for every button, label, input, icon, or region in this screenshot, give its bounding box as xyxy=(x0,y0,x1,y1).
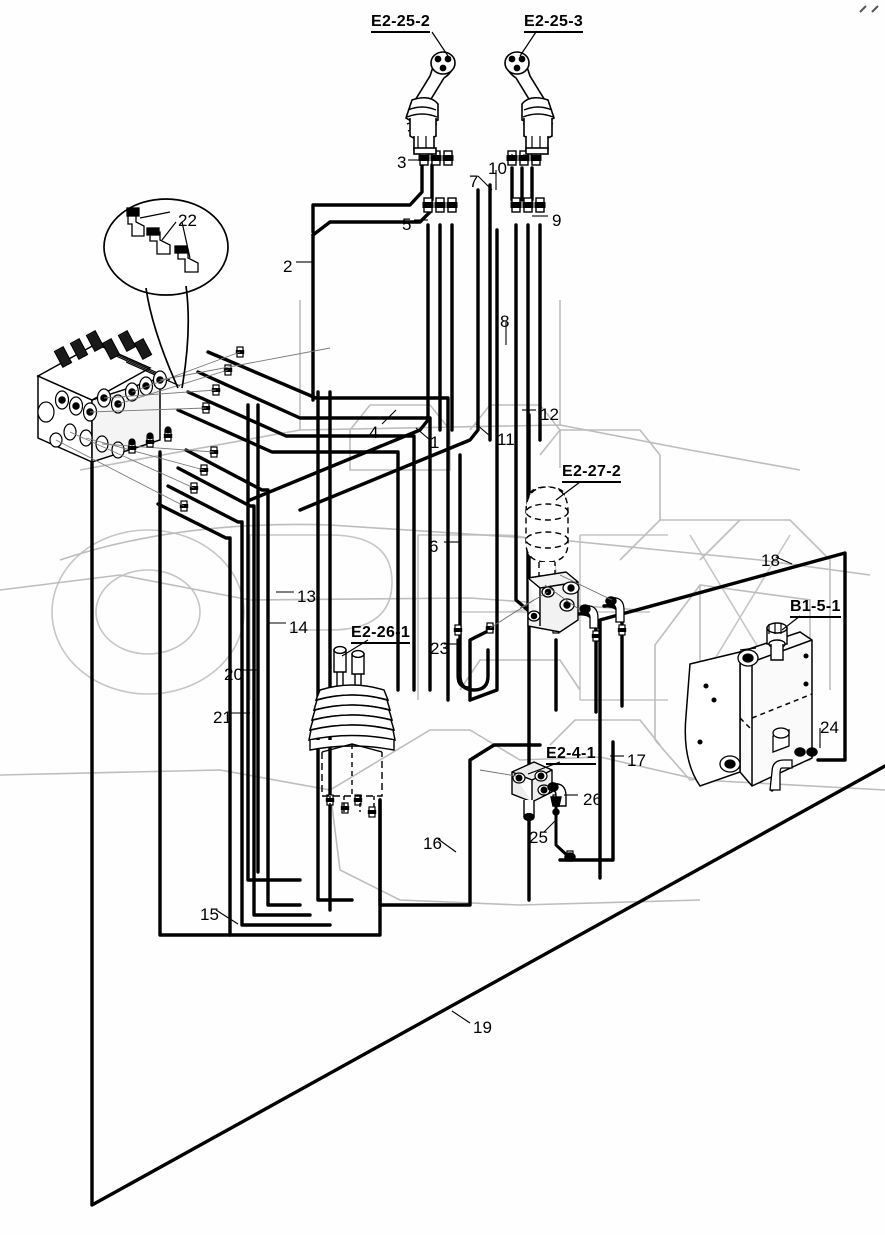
item-number-24: 24 xyxy=(820,718,839,737)
hose-18-tank-supply xyxy=(598,551,847,880)
valve-assembly-leader-lines xyxy=(55,347,331,507)
hose-25-26-drop xyxy=(554,798,572,860)
item-number-6: 6 xyxy=(429,537,439,556)
main-control-valve-bank xyxy=(36,330,181,464)
hose-17-bracket xyxy=(558,740,615,862)
item-number-16: 16 xyxy=(423,834,442,853)
item-number-4: 4 xyxy=(369,423,379,442)
accumulator-assembly xyxy=(525,486,625,633)
pressure-control-valve-e2-4-1 xyxy=(511,761,576,862)
item-number-7: 7 xyxy=(469,172,479,191)
item-number-26: 26 xyxy=(583,790,602,809)
hose-8-vertical xyxy=(468,228,499,702)
item-number-5: 5 xyxy=(402,215,412,234)
hose-risers-13-14-20-21 xyxy=(246,390,354,912)
item-number-2: 2 xyxy=(283,257,293,276)
hose-joystick-left-lines xyxy=(248,163,454,502)
item-number-10: 10 xyxy=(488,159,507,178)
corner-registration-mark xyxy=(859,5,879,13)
code-e2-27-2: E2-27-2 xyxy=(562,464,622,483)
item-number-17: 17 xyxy=(627,751,646,770)
code-e2-26-1: E2-26-1 xyxy=(351,625,411,644)
hose-joystick-right-lines xyxy=(298,166,542,614)
accumulator-leader-lines xyxy=(489,574,613,629)
item-number-18: 18 xyxy=(761,551,780,570)
code-e2-25-3: E2-25-3 xyxy=(524,14,584,33)
hose-16-loop xyxy=(378,743,542,907)
hose-6-vertical xyxy=(458,453,490,692)
item-number-12: 12 xyxy=(540,405,559,424)
joystick-right-assembly xyxy=(504,51,555,160)
hose-23-loop xyxy=(456,638,472,690)
item-number-15: 15 xyxy=(200,905,219,924)
item-number-8: 8 xyxy=(500,312,510,331)
item-number-14: 14 xyxy=(289,618,308,637)
item-number-20: 20 xyxy=(224,665,243,684)
valve-inline-connectors xyxy=(127,426,173,454)
item-number-11: 11 xyxy=(497,430,515,449)
hose-bundle-upper-from-valve xyxy=(176,350,450,702)
joystick-left-assembly xyxy=(405,51,456,160)
item-number-3: 3 xyxy=(397,153,407,172)
code-e2-25-2: E2-25-2 xyxy=(371,14,431,33)
item-number-1: 1 xyxy=(430,433,440,452)
hose-bundle-lower-from-valve xyxy=(156,448,332,937)
oil-tank-assembly xyxy=(684,622,818,791)
item-number-21: 21 xyxy=(213,708,232,727)
code-b1-5-1: B1-5-1 xyxy=(790,599,841,618)
item-number-25: 25 xyxy=(529,828,548,847)
item-number-22: 22 xyxy=(178,211,197,230)
code-e2-4-1: E2-4-1 xyxy=(546,746,596,765)
hose-19-return-line xyxy=(90,448,885,1207)
item-number-9: 9 xyxy=(552,211,562,230)
item-number-leader-lines xyxy=(215,159,821,1024)
item-number-19: 19 xyxy=(473,1018,492,1037)
item-number-23: 23 xyxy=(430,639,449,658)
callout-22-leaders xyxy=(139,211,191,259)
e2-4-1-leader-lines xyxy=(479,769,517,777)
item-number-13: 13 xyxy=(297,587,316,606)
detail-22-fittings xyxy=(126,207,199,273)
pedal-valve-assembly xyxy=(308,645,396,812)
